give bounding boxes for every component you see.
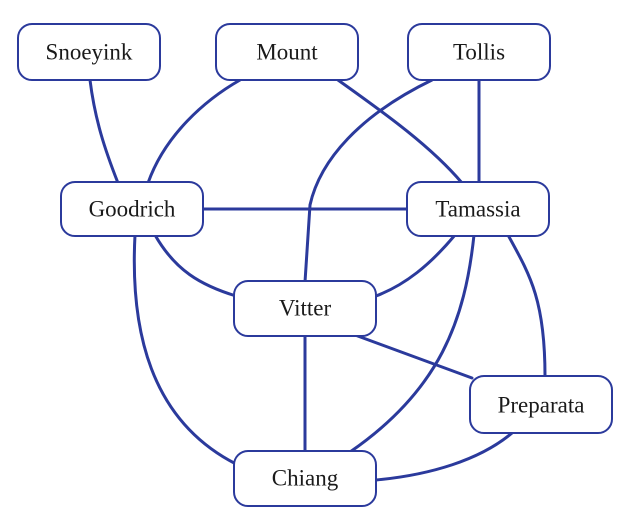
node-goodrich-box: [60, 181, 204, 237]
node-vitter-label: Vitter: [279, 296, 332, 321]
node-vitter-box: [233, 280, 377, 337]
edge-preparata-chiang: [374, 431, 514, 482]
node-chiang: Chiang: [233, 450, 377, 507]
edge-mount-tamassia: [336, 78, 464, 185]
node-snoeyink-label: Snoeyink: [46, 40, 133, 65]
node-tollis-label: Tollis: [453, 40, 505, 65]
node-tamassia-box: [406, 181, 550, 237]
node-preparata-box: [469, 375, 613, 434]
edge-tamassia-vitter: [374, 233, 457, 298]
edge-goodrich-chiang: [132, 233, 238, 466]
node-mount-label: Mount: [256, 40, 318, 65]
edge-goodrich-vitter: [153, 233, 238, 298]
node-mount-box: [215, 23, 359, 81]
node-tollis: Tollis: [407, 23, 551, 81]
node-mount: Mount: [215, 23, 359, 81]
edge-mount-goodrich: [146, 78, 242, 185]
node-vitter: Vitter: [233, 280, 377, 337]
node-chiang-label: Chiang: [272, 466, 339, 491]
node-tollis-box: [407, 23, 551, 81]
edge-tamassia-chiang: [348, 233, 476, 454]
node-snoeyink-box: [17, 23, 161, 81]
edges: [88, 78, 547, 482]
node-preparata: Preparata: [469, 375, 613, 434]
edge-snoeyink-goodrich: [88, 78, 120, 185]
node-tamassia-label: Tamassia: [435, 197, 520, 222]
edge-tamassia-preparata: [506, 233, 547, 378]
node-snoeyink: Snoeyink: [17, 23, 161, 81]
node-tamassia: Tamassia: [406, 181, 550, 237]
node-goodrich-label: Goodrich: [89, 197, 176, 222]
edge-tollis-vitter: [303, 78, 434, 284]
node-preparata-label: Preparata: [498, 393, 585, 418]
edge-vitter-preparata: [353, 333, 474, 380]
node-chiang-box: [233, 450, 377, 507]
node-goodrich: Goodrich: [60, 181, 204, 237]
